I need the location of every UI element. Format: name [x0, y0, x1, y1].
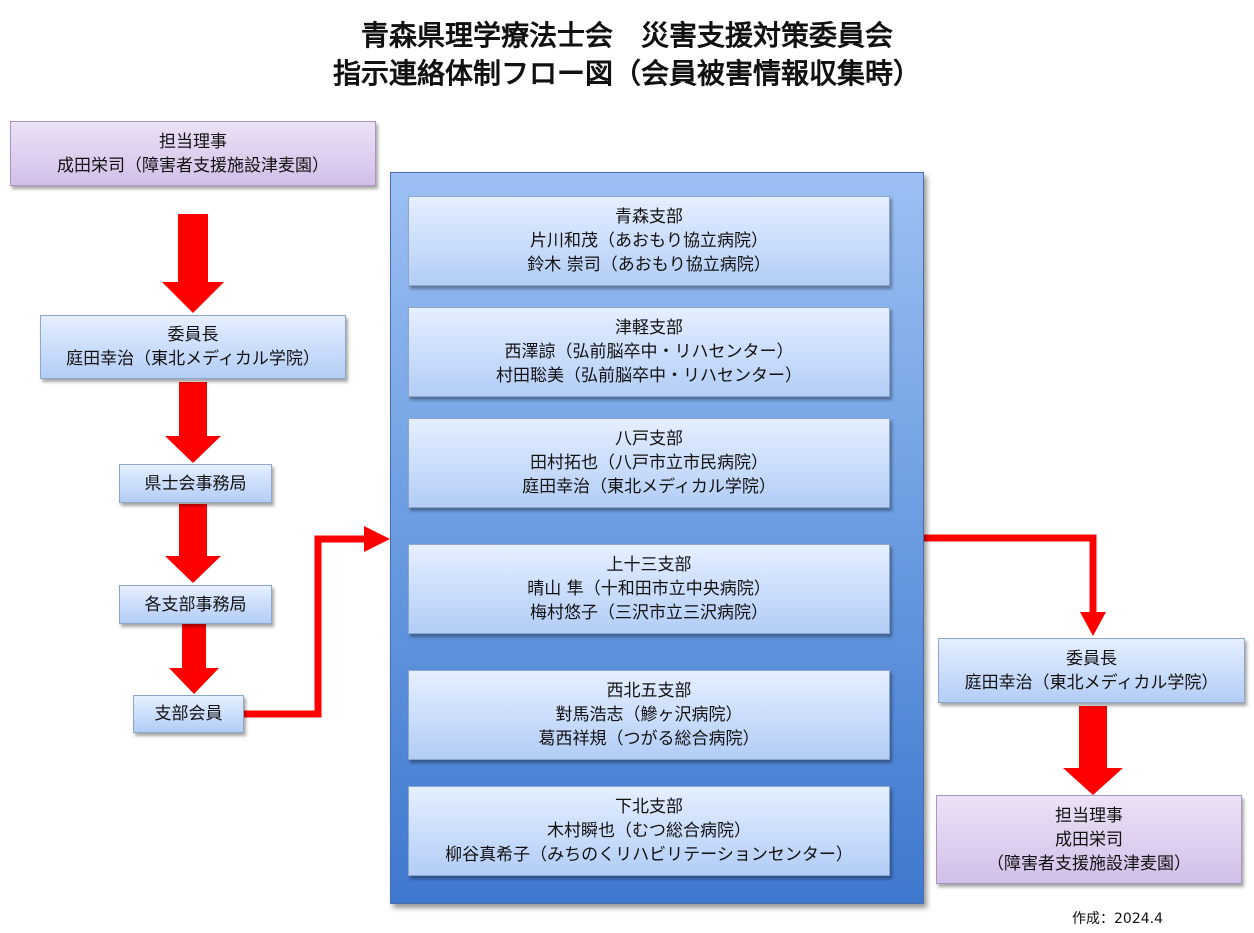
arrow-director-to-chair: [162, 214, 224, 313]
left-director-name: 成田栄司（障害者支援施設津麦園）: [57, 155, 329, 176]
branch-name: 下北支部: [615, 797, 683, 817]
arrow-chair-to-prefecture-office: [165, 382, 221, 463]
left-chair-name: 庭田幸治（東北メディカル学院）: [66, 349, 320, 369]
diagram-title-line1: 青森県理学療法士会 災害支援対策委員会: [360, 19, 893, 52]
arrow-branches-to-chair: [924, 534, 1097, 614]
arrow-members-to-branches-head: [364, 526, 390, 552]
branch-member: 葛西祥規（つがる総合病院）: [538, 729, 760, 749]
left-director-role: 担当理事: [159, 131, 227, 152]
branches-panel: [390, 172, 924, 904]
arrow-members-to-branches: [244, 535, 368, 718]
left-chair-role: 委員長: [167, 325, 219, 345]
right-director-role: 担当理事: [1055, 805, 1123, 826]
branch-offices-label: 各支部事務局: [144, 594, 247, 615]
branch-member: 木村瞬也（むつ総合病院）: [547, 821, 751, 841]
branch-member: 田村拓也（八戸市立市民病院）: [530, 453, 768, 473]
right-chair-name: 庭田幸治（東北メディカル学院）: [964, 672, 1219, 693]
branch-name: 青森支部: [615, 207, 683, 227]
branch-member: 村田聡美（弘前脳卒中・リハセンター）: [496, 366, 802, 386]
branch-name: 西北五支部: [606, 681, 692, 701]
branch-name: 津軽支部: [615, 318, 683, 338]
arrow-prefecture-to-branch-offices: [165, 504, 221, 583]
branch-member: 晴山 隼（十和田市立中央病院）: [527, 579, 771, 599]
diagram-title-line2: 指示連絡体制フロー図（会員被害情報収集時）: [332, 57, 921, 90]
branch-box-seihokugo: 西北五支部 對馬浩志（鰺ヶ沢病院） 葛西祥規（つがる総合病院）: [408, 670, 890, 760]
branch-member: 對馬浩志（鰺ヶ沢病院）: [555, 705, 743, 725]
right-chair-role: 委員長: [1066, 648, 1117, 669]
branch-offices-box: 各支部事務局: [119, 585, 272, 624]
left-director-box: 担当理事 成田栄司（障害者支援施設津麦園）: [10, 121, 376, 186]
prefecture-office-label: 県士会事務局: [144, 473, 247, 494]
right-director-affiliation: （障害者支援施設津麦園）: [987, 853, 1191, 874]
branch-member: 鈴木 崇司（あおもり協立病院）: [527, 255, 771, 275]
branch-member: 西澤諒（弘前脳卒中・リハセンター）: [504, 342, 794, 362]
branch-box-kamitosan: 上十三支部 晴山 隼（十和田市立中央病院） 梅村悠子（三沢市立三沢病院）: [408, 544, 890, 634]
right-director-box: 担当理事 成田栄司 （障害者支援施設津麦園）: [936, 795, 1242, 884]
right-director-name: 成田栄司: [1055, 829, 1123, 850]
creation-date-note: 作成：2024.4: [1072, 911, 1163, 927]
left-chair-box: 委員長 庭田幸治（東北メディカル学院）: [40, 315, 346, 379]
members-box: 支部会員: [133, 695, 244, 733]
branch-box-aomori: 青森支部 片川和茂（あおもり協立病院） 鈴木 崇司（あおもり協立病院）: [408, 196, 890, 286]
branch-member: 庭田幸治（東北メディカル学院）: [522, 477, 776, 497]
right-chair-box: 委員長 庭田幸治（東北メディカル学院）: [938, 638, 1245, 703]
arrow-branch-offices-to-members: [169, 624, 219, 694]
branch-box-tsugaru: 津軽支部 西澤諒（弘前脳卒中・リハセンター） 村田聡美（弘前脳卒中・リハセンター…: [408, 307, 890, 397]
arrow-chair-to-director: [1063, 706, 1123, 795]
branch-member: 柳谷真希子（みちのくリハビリテーションセンター）: [445, 845, 853, 865]
branch-member: 梅村悠子（三沢市立三沢病院）: [530, 603, 768, 623]
branch-member: 片川和茂（あおもり協立病院）: [530, 231, 768, 251]
arrow-branches-to-chair-head: [1080, 612, 1106, 636]
branch-name: 上十三支部: [606, 555, 692, 575]
prefecture-office-box: 県士会事務局: [119, 464, 272, 503]
branch-box-shimokita: 下北支部 木村瞬也（むつ総合病院） 柳谷真希子（みちのくリハビリテーションセンタ…: [408, 786, 890, 876]
members-label: 支部会員: [154, 704, 223, 724]
branch-name: 八戸支部: [615, 429, 683, 449]
branch-box-hachinohe: 八戸支部 田村拓也（八戸市立市民病院） 庭田幸治（東北メディカル学院）: [408, 418, 890, 508]
